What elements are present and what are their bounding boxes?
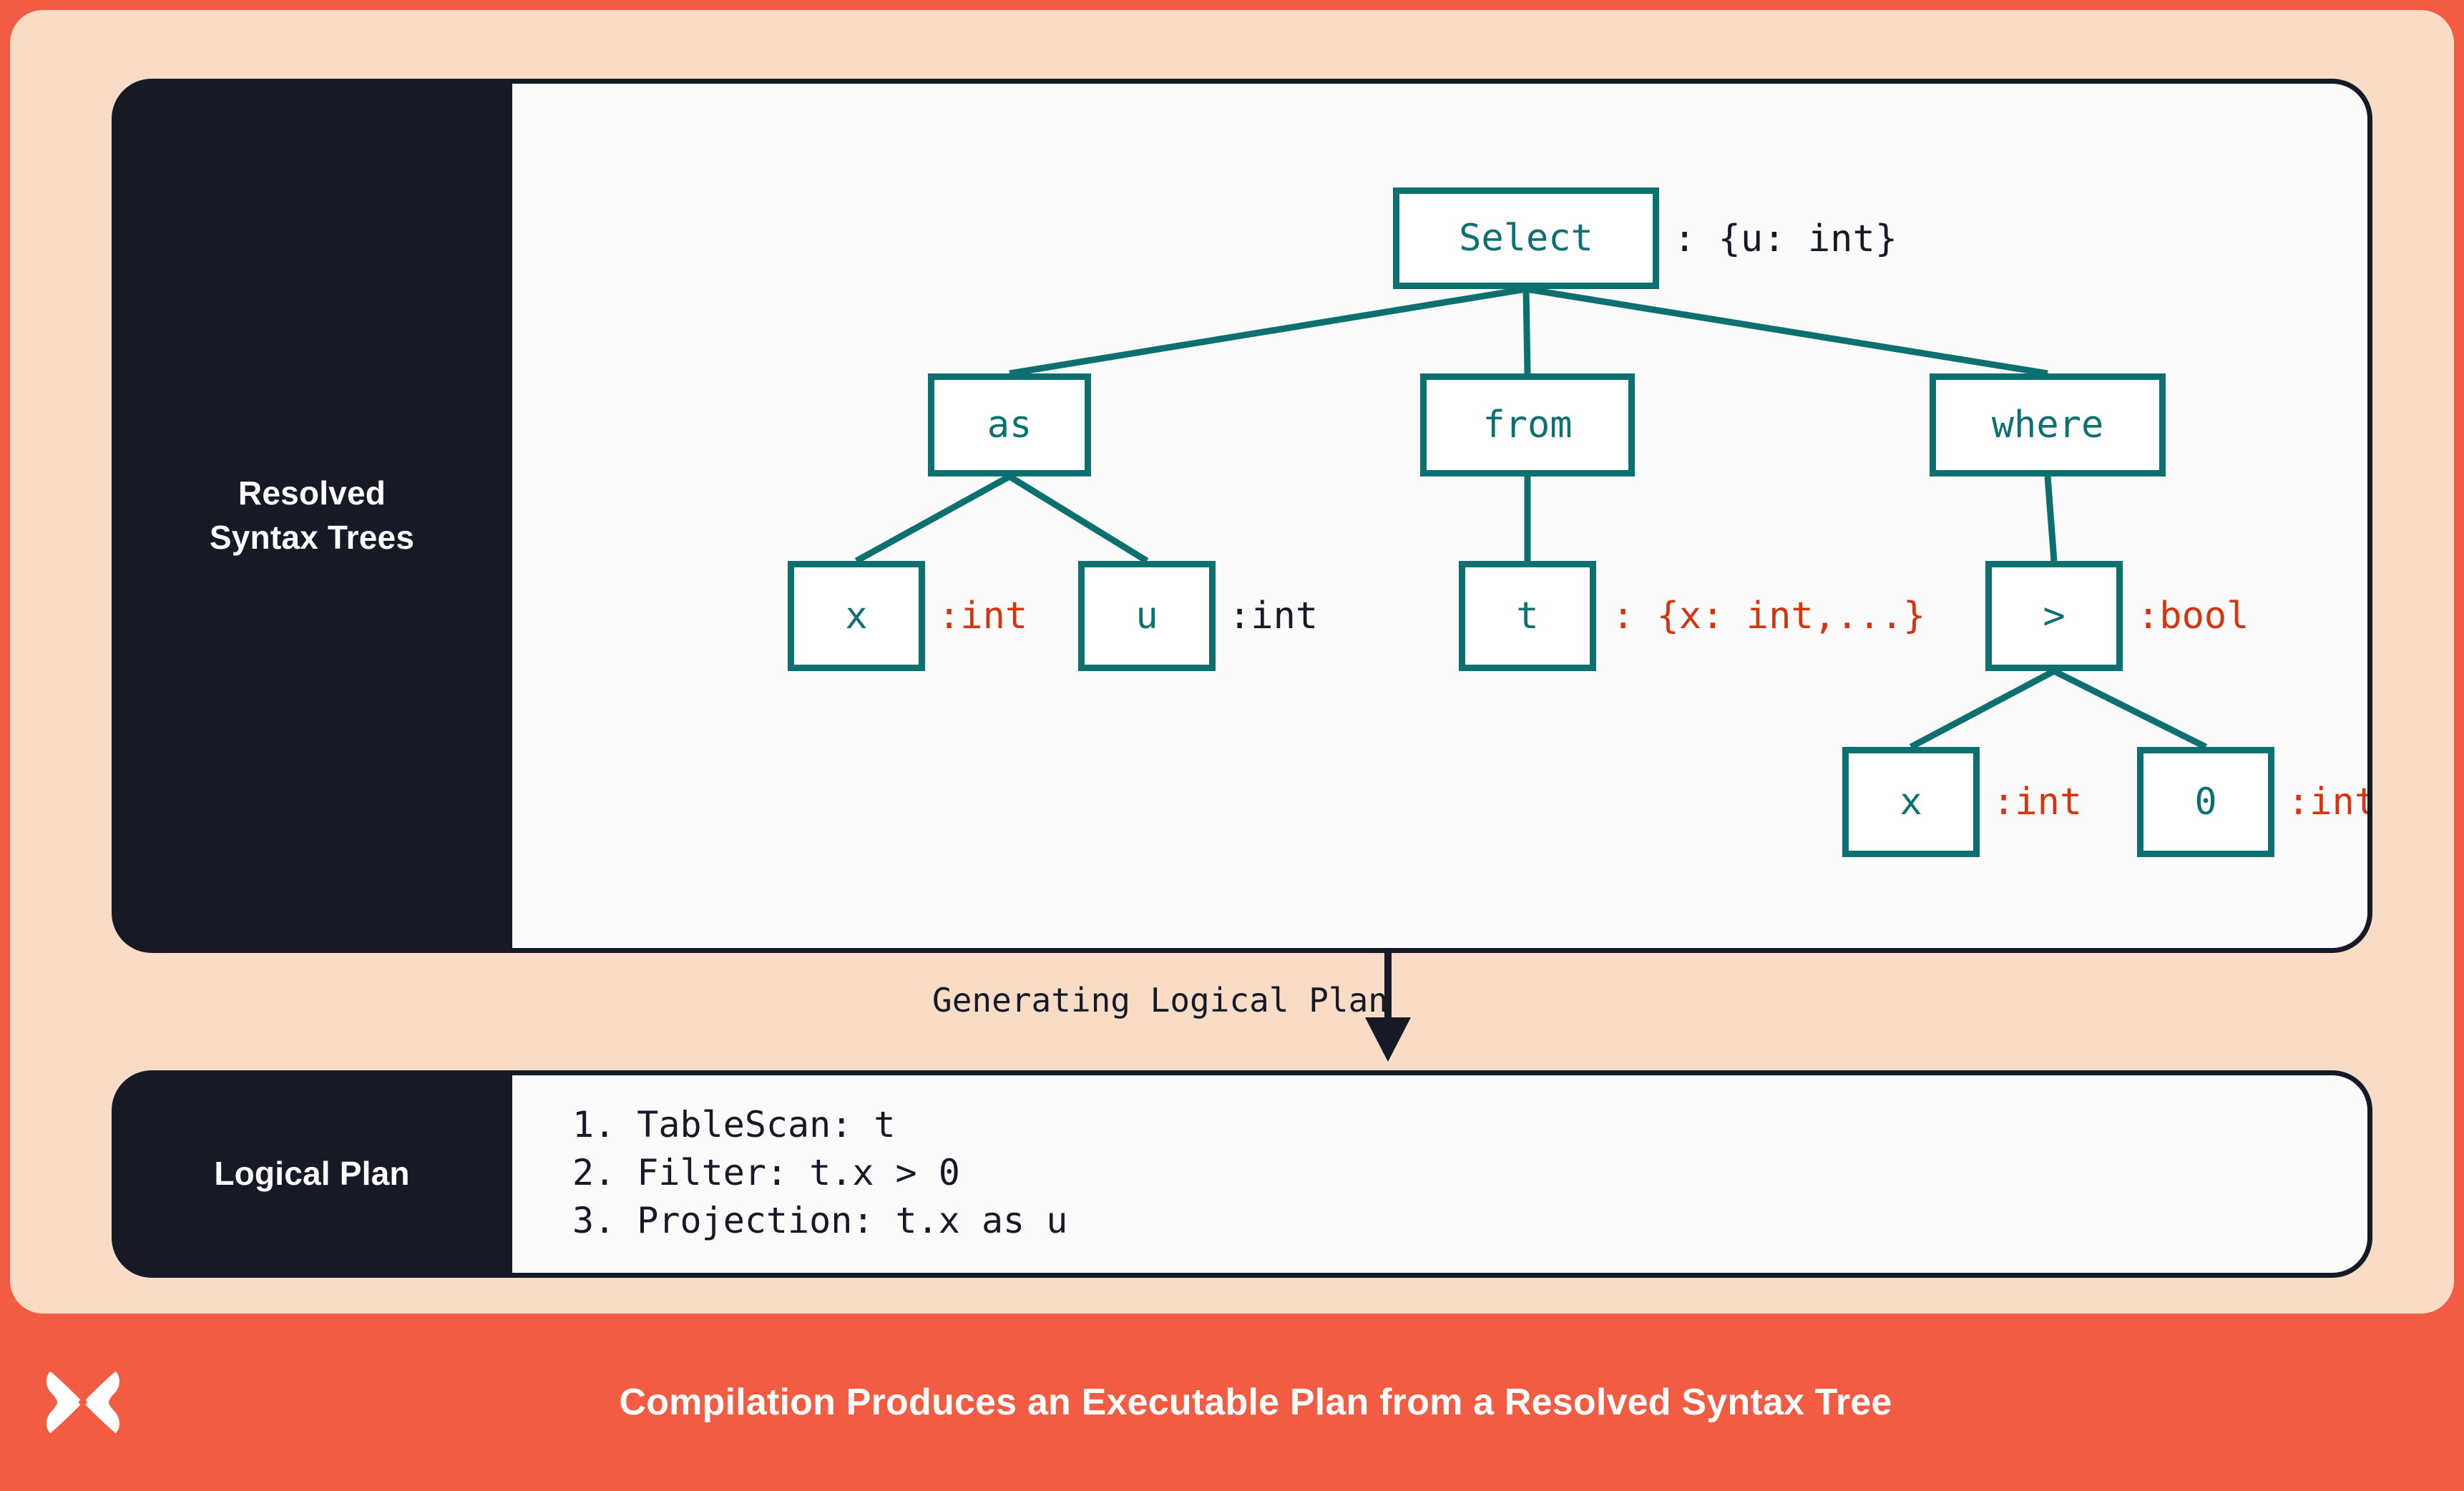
tree-edge (2044, 476, 2058, 562)
butterfly-x-logo-icon (47, 1371, 119, 1434)
tree-edge (854, 474, 1012, 564)
tree-node-x1[interactable]: x (788, 561, 925, 671)
tree-node-gt[interactable]: > (1985, 561, 2123, 671)
tree-edge (1009, 285, 1527, 377)
content-panel: Resolved Syntax Trees Select as from where x… (10, 10, 2454, 1314)
tree-edge (1909, 668, 2056, 750)
tree-edges (854, 285, 2208, 751)
logical-plan-step: 3. Projection: t.x as u (572, 1200, 1068, 1241)
type-annotation-a-gt: :bool (2137, 595, 2249, 637)
tree-node-as[interactable]: as (928, 373, 1091, 476)
tree-edge (1522, 288, 1531, 374)
resolved-syntax-trees-card: Resolved Syntax Trees Select as from where x… (112, 79, 2372, 953)
tree-node-x2[interactable]: x (1842, 747, 1980, 857)
tree-node-select[interactable]: Select (1393, 187, 1659, 289)
resolved-syntax-trees-label: Resolved Syntax Trees (112, 79, 512, 953)
footer-title: Compilation Produces an Executable Plan … (619, 1382, 1892, 1423)
rail-label-line-2: Syntax Trees (209, 519, 415, 556)
tree-node-where[interactable]: where (1930, 373, 2166, 476)
tree-node-u[interactable]: u (1078, 561, 1216, 671)
logical-plan-label: Logical Plan (214, 1155, 410, 1193)
logical-plan-body: 1. TableScan: t 2. Filter: t.x > 0 3. Proj… (512, 1075, 2367, 1273)
type-annotation-a-x1: :int (938, 595, 1028, 637)
logical-plan-step: 2. Filter: t.x > 0 (572, 1152, 960, 1193)
type-annotation-a-u: :int (1228, 595, 1319, 637)
tree-node-t[interactable]: t (1459, 561, 1596, 671)
tree-node-zero[interactable]: 0 (2137, 747, 2274, 857)
logical-plan-card: Logical Plan 1. TableScan: t 2. Filter: t… (112, 1070, 2372, 1278)
tree-node-from[interactable]: from (1420, 373, 1635, 476)
type-annotation-a-select: : {u: int} (1673, 217, 1898, 260)
type-annotation-a-zero: :int (2287, 781, 2367, 823)
type-annotation-a-x2: :int (1993, 781, 2083, 823)
tree-edge (1007, 474, 1149, 564)
footer-banner: Compilation Produces an Executable Plan … (0, 1314, 2464, 1491)
logical-plan-step: 1. TableScan: t (572, 1104, 896, 1145)
tree-edge (2052, 668, 2208, 751)
connector-label: Generating Logical Plan (932, 981, 1388, 1020)
type-annotation-a-t: : {x: int,...} (1612, 595, 1926, 637)
rail-label-line-1: Resolved (238, 474, 386, 512)
tree-edge (1525, 285, 2048, 377)
logical-plan-steps: 1. TableScan: t 2. Filter: t.x > 0 3. Proj… (512, 1075, 2367, 1245)
